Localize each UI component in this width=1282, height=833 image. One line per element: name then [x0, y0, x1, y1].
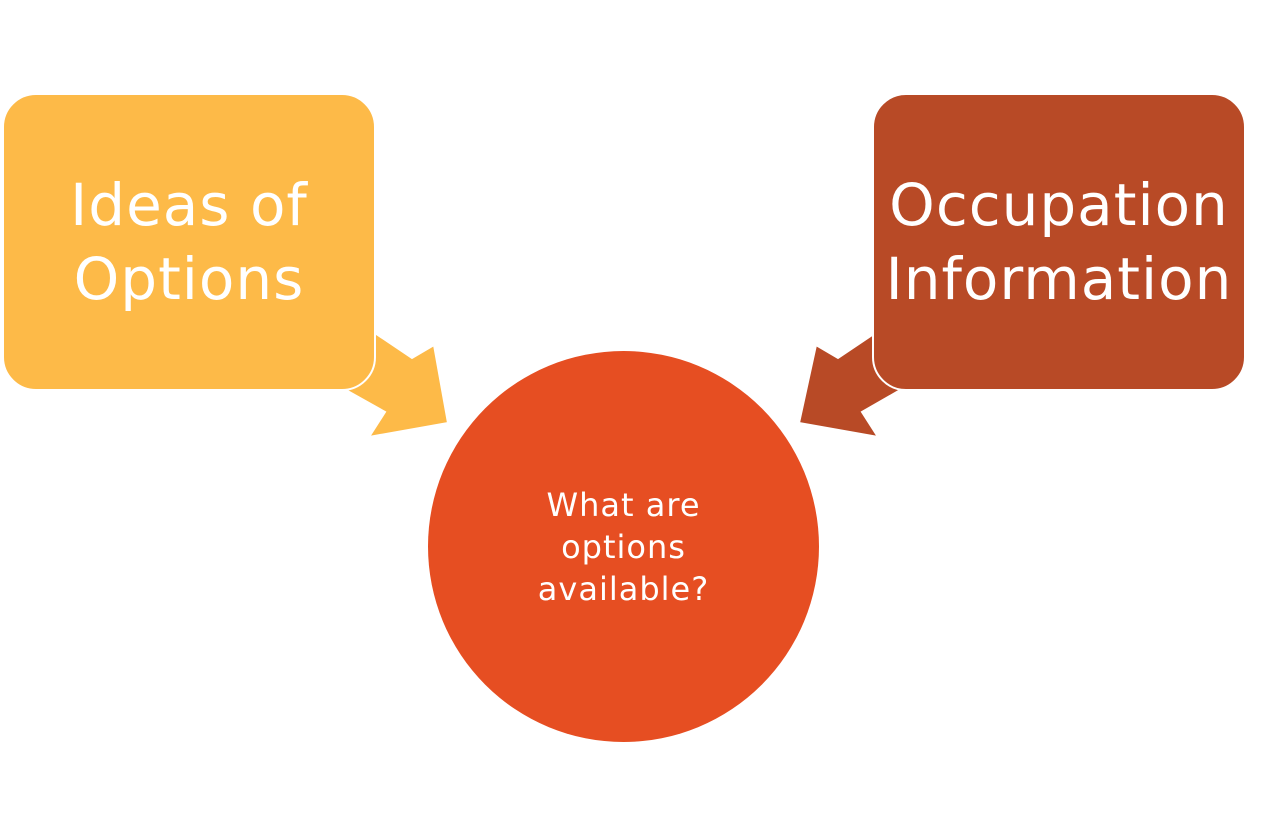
options-available-label: What are options available?: [537, 485, 710, 608]
occupation-information-box: Occupation Information: [872, 93, 1246, 391]
occupation-information-label: Occupation Information: [885, 171, 1233, 313]
ideas-of-options-box: Ideas of Options: [2, 93, 376, 391]
ideas-of-options-label: Ideas of Options: [70, 171, 308, 313]
options-available-circle: What are options available?: [428, 351, 819, 742]
